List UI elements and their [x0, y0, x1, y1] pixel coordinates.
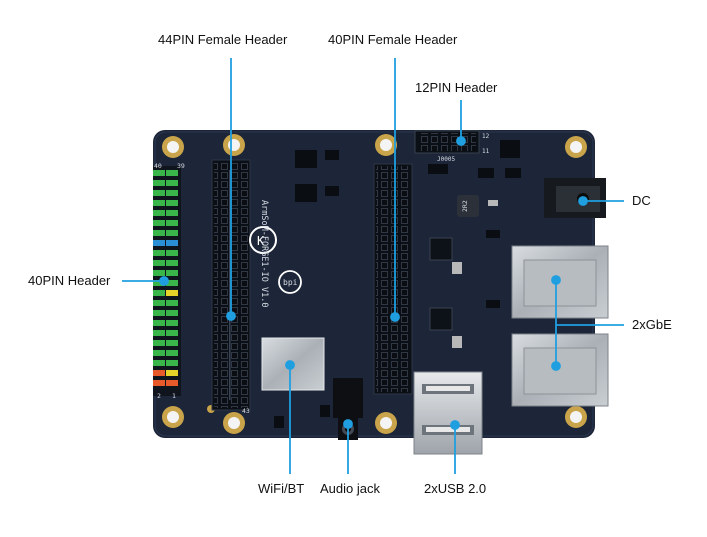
label-40pin-female-header: 40PIN Female Header: [328, 32, 458, 47]
silk-board-name: ArmSoM-FORGE1-IO V1.0: [259, 200, 269, 307]
silk-pin-43: 43: [242, 407, 250, 415]
silk-j0005: J0005: [437, 156, 455, 163]
label-dc: DC: [632, 193, 651, 208]
silk-pin-39: 39: [177, 162, 185, 170]
silk-pin-12: 12: [482, 133, 490, 140]
mounting-holes: [162, 134, 587, 434]
usb-port-graphic: [413, 371, 483, 455]
gbe-ports-graphic: [511, 245, 609, 407]
40pin-female-header-graphic: [373, 163, 413, 395]
12pin-header-graphic: [414, 130, 480, 154]
smd-components: [274, 140, 521, 428]
silk-pin-40: 40: [154, 162, 162, 170]
label-12pin-header: 12PIN Header: [415, 80, 498, 95]
svg-text:K: K: [257, 234, 265, 248]
silk-inductor: 2R2: [461, 200, 469, 212]
label-audio-jack: Audio jack: [320, 481, 380, 496]
dc-jack-graphic: [544, 178, 606, 218]
silk-bpi: bpi: [283, 278, 298, 287]
pointer-lines: [122, 58, 624, 474]
label-40pin-header: 40PIN Header: [28, 273, 111, 288]
label-2xgbe: 2xGbE: [632, 317, 672, 332]
silk-pin-11: 11: [482, 148, 490, 155]
silk-pin-1: 1: [172, 392, 176, 400]
board-logos: K: [249, 226, 302, 294]
silk-pin-2: 2: [157, 392, 161, 400]
label-wifi-bt: WiFi/BT: [258, 481, 305, 496]
silkscreen: ArmSoM-FORGE1-IO V1.0 bpi 40 39 2 1 43 1…: [154, 133, 490, 415]
40pin-header-graphic: [153, 166, 181, 396]
label-2xusb: 2xUSB 2.0: [424, 481, 487, 496]
label-44pin-female-header: 44PIN Female Header: [158, 32, 288, 47]
